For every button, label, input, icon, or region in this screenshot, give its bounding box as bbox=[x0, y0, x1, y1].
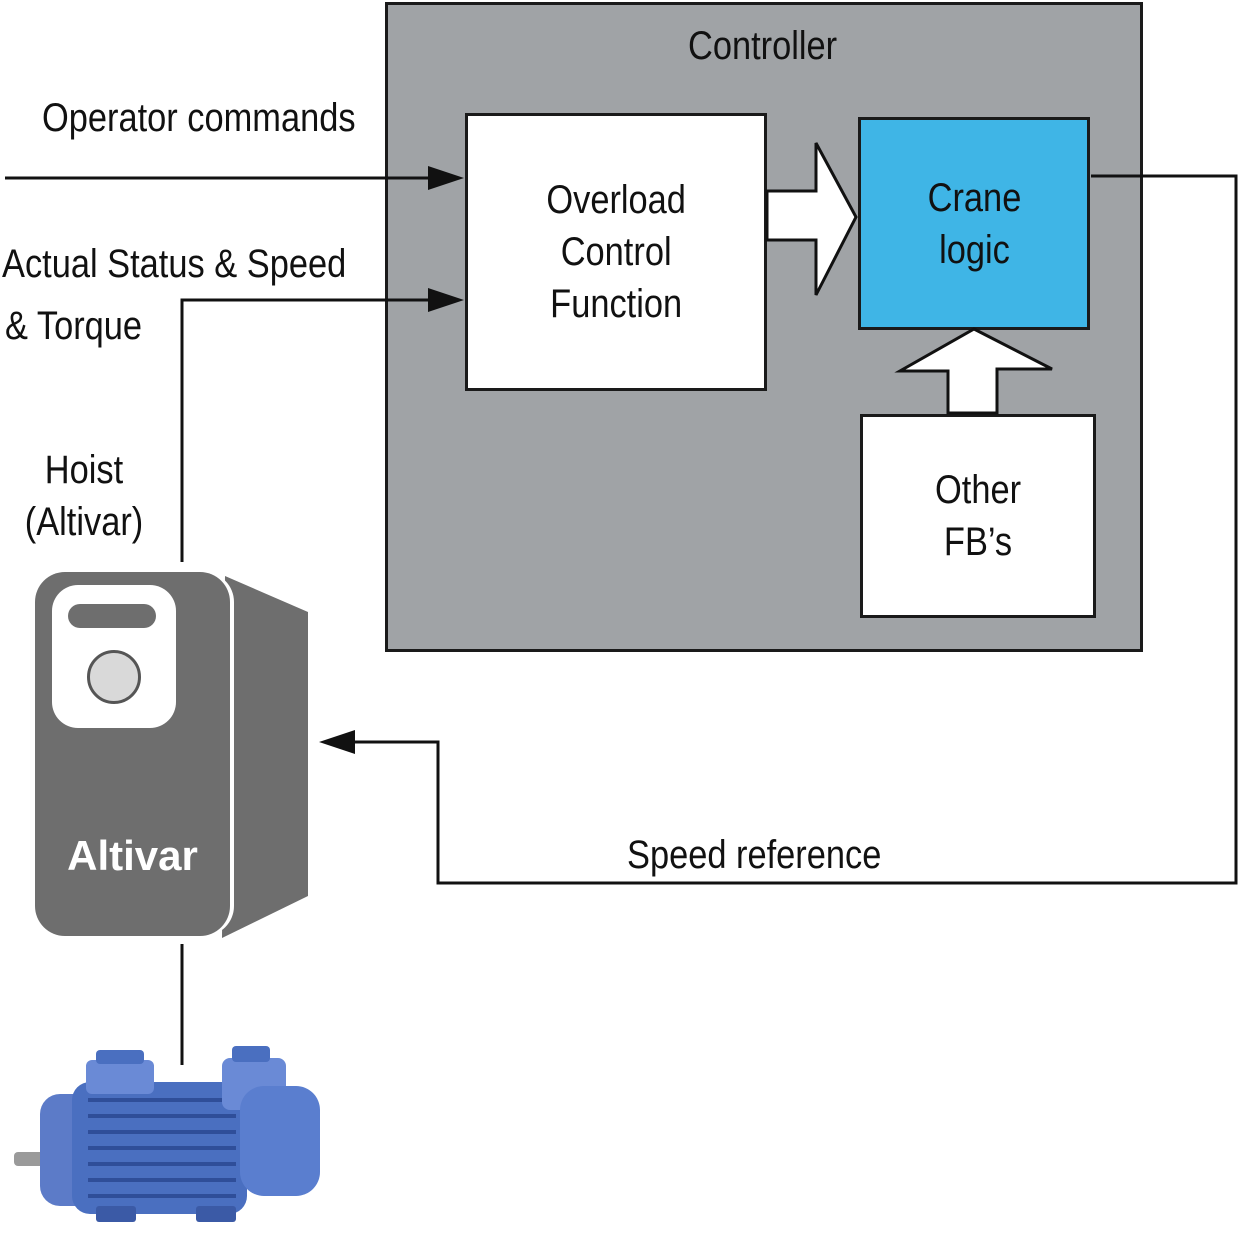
motor-icon bbox=[14, 1046, 320, 1222]
overload-control-function-block: Overload Control Function bbox=[465, 113, 767, 391]
other-fbs-to-crane-arrow bbox=[894, 327, 1053, 415]
drive-display-slot bbox=[68, 604, 156, 628]
operator-commands-arrow bbox=[5, 166, 464, 190]
drive-side-panel bbox=[222, 576, 308, 938]
crane-logic-label-line2: logic bbox=[938, 227, 1010, 272]
controller-title: Controller bbox=[688, 24, 838, 68]
speed-reference-label: Speed reference bbox=[627, 833, 882, 877]
other-fbs-label-line1: Other bbox=[934, 468, 1022, 512]
torque-label: & Torque bbox=[5, 304, 143, 348]
hoist-label: Hoist bbox=[44, 448, 124, 492]
operator-commands-label: Operator commands bbox=[42, 96, 356, 140]
drive-knob-icon bbox=[87, 650, 141, 704]
overload-label-line3: Function bbox=[550, 282, 682, 326]
drive-brand-label: Altivar bbox=[67, 832, 198, 879]
other-fbs-block: Other FB’s bbox=[860, 414, 1096, 618]
hoist-altivar-label: (Altivar) bbox=[24, 500, 144, 544]
other-fbs-label-line2: FB’s bbox=[943, 520, 1013, 564]
overload-to-crane-arrow bbox=[765, 142, 858, 296]
speed-reference-arrow bbox=[319, 174, 1238, 885]
actual-status-speed-label: Actual Status & Speed bbox=[2, 242, 347, 286]
overload-label-line2: Control bbox=[560, 230, 672, 274]
overload-label-line1: Overload bbox=[546, 178, 686, 222]
status-feedback-arrow bbox=[180, 288, 464, 562]
crane-logic-label-line1: Crane bbox=[927, 175, 1021, 220]
